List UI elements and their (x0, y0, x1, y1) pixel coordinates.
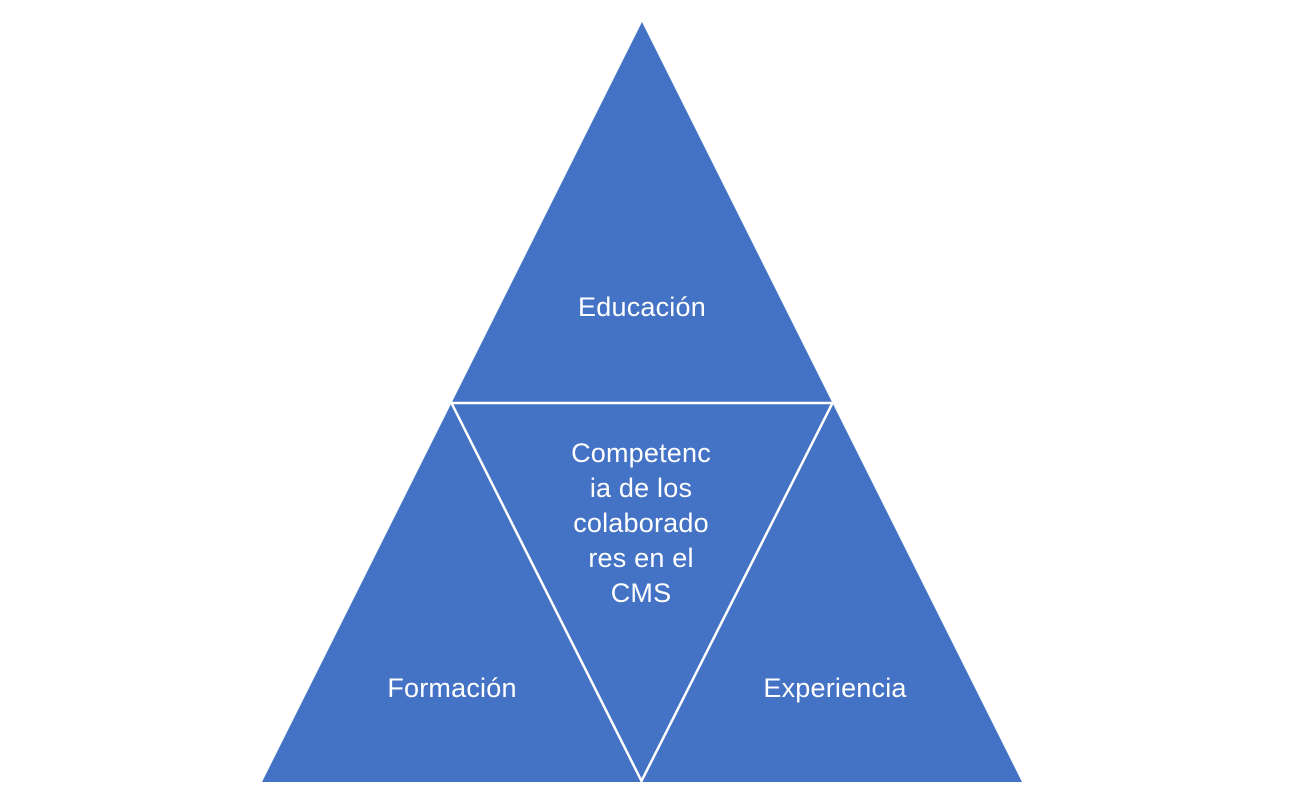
center-label-line: ia de los (589, 473, 693, 503)
inner-triangle-outline (449, 401, 835, 784)
center-section-label: Competenc ia de los colaborado res en el… (571, 436, 711, 611)
right-section-label: Experiencia (763, 672, 907, 703)
center-label-line: CMS (610, 578, 672, 608)
center-label-line: Competenc (571, 438, 711, 468)
top-section-label: Educación (578, 291, 706, 322)
left-section-label: Formación (387, 672, 517, 703)
center-label-line: res en el (588, 543, 694, 573)
center-label-line: colaborado (573, 508, 709, 538)
